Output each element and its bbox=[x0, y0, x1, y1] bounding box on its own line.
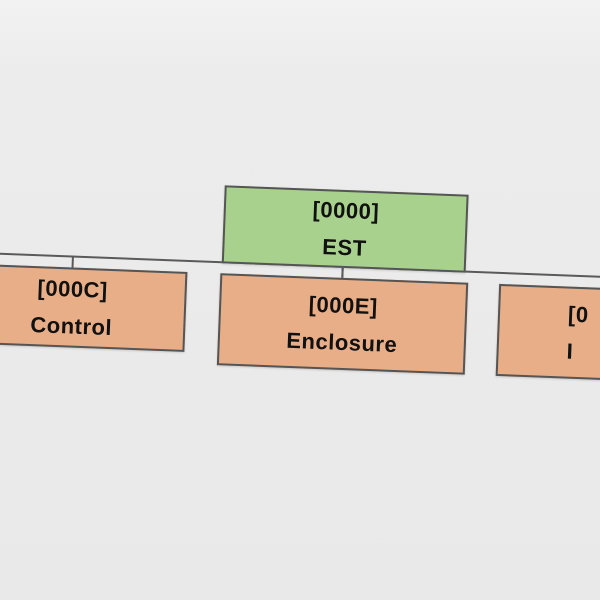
child-node-control[interactable]: [000C] Control bbox=[0, 263, 188, 352]
child-0-stem-connector bbox=[71, 255, 74, 268]
child-node-partial-code: [0 bbox=[567, 301, 590, 327]
child-node-partial[interactable]: [0 I bbox=[495, 283, 600, 384]
child-node-control-label: Control bbox=[29, 311, 113, 341]
child-node-enclosure-code: [000E] bbox=[308, 291, 379, 319]
child-node-control-code: [000C] bbox=[37, 274, 109, 303]
child-node-enclosure-label: Enclosure bbox=[285, 327, 398, 358]
root-node[interactable]: [0000] EST bbox=[221, 185, 469, 273]
root-node-label: EST bbox=[321, 234, 368, 261]
child-node-partial-label: I bbox=[566, 338, 574, 364]
child-node-enclosure[interactable]: [000E] Enclosure bbox=[216, 273, 469, 375]
root-node-code: [0000] bbox=[312, 196, 380, 224]
